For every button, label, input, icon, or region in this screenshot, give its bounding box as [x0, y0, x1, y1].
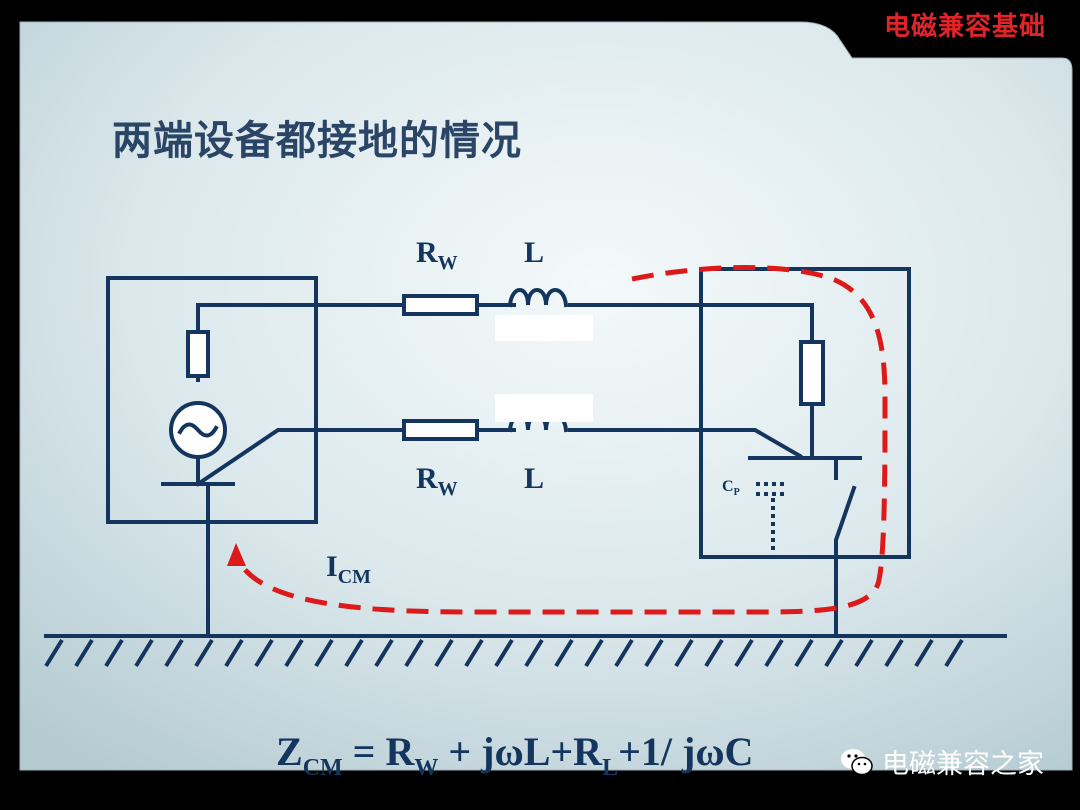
- bottom-conductor: [195, 428, 803, 487]
- label-mask-top: [495, 315, 593, 341]
- label-mask-bottom: [495, 394, 593, 422]
- common-mode-current-path: [235, 265, 888, 615]
- cp-label: CP: [722, 478, 740, 499]
- left-equipment-box: [106, 276, 318, 524]
- rw-top-resistor: [402, 294, 479, 316]
- source-resistor: [186, 330, 210, 378]
- course-header: 电磁兼容基础: [883, 12, 1046, 42]
- tilde-icon: [177, 422, 219, 438]
- ground-switch: [834, 456, 857, 638]
- l-bottom-label: L: [524, 462, 545, 495]
- impedance-formula: ZCM = RW + jωL+RL+1/ jωC: [276, 729, 754, 781]
- rw-bottom-resistor: [402, 419, 479, 441]
- rw-top-label: RW: [416, 236, 458, 275]
- l-top-label: L: [524, 236, 545, 269]
- slide-title: 两端设备都接地的情况: [112, 117, 522, 164]
- current-arrow-icon: [227, 543, 246, 566]
- load-resistor: [799, 340, 825, 406]
- icm-label: ICM: [326, 550, 372, 589]
- parasitic-capacitor: [756, 482, 788, 554]
- watermark-text: 电磁兼容之家: [882, 749, 1044, 780]
- ground-hatching: [44, 638, 964, 668]
- l-top-inductor: [507, 288, 569, 308]
- rw-bottom-label: RW: [416, 462, 458, 501]
- wechat-icon: [841, 748, 873, 775]
- watermark: 电磁兼容之家: [840, 742, 1044, 781]
- right-equipment-box: [699, 267, 911, 559]
